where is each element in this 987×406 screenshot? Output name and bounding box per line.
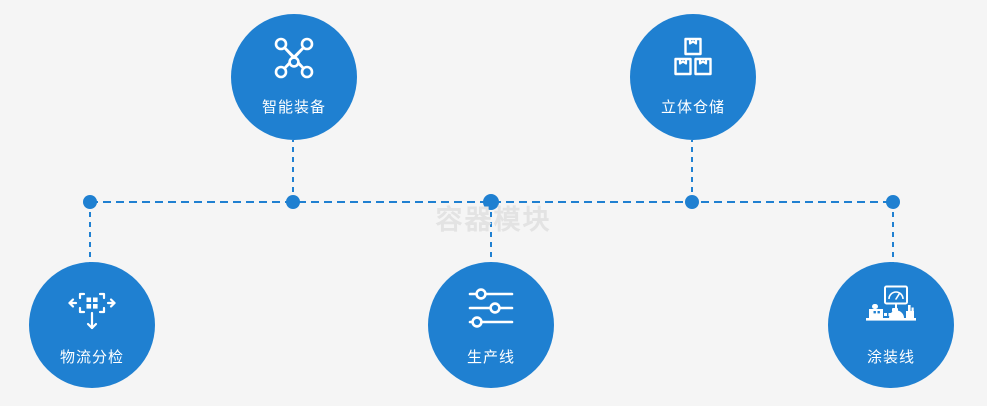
- node-label-logistics-sorting: 物流分检: [59, 349, 124, 366]
- network-nodes-icon: [231, 34, 357, 82]
- factory-monitor-icon: [828, 284, 954, 332]
- node-painting-line[interactable]: 涂装线: [828, 262, 954, 388]
- node-label-production-line: 生产线: [466, 349, 515, 366]
- node-label-warehouse: 立体仓储: [660, 99, 725, 116]
- sliders-icon: [428, 284, 554, 332]
- node-label-painting-line: 涂装线: [866, 349, 915, 366]
- watermark-text: 容器模块: [435, 205, 552, 235]
- node-warehouse[interactable]: 立体仓储: [630, 14, 756, 140]
- node-production-line[interactable]: 生产线: [428, 262, 554, 388]
- sorting-arrows-icon: [29, 284, 155, 332]
- node-smart-equipment[interactable]: 智能装备: [231, 14, 357, 140]
- node-logistics-sorting[interactable]: 物流分检: [29, 262, 155, 388]
- node-label-smart-equipment: 智能装备: [261, 99, 326, 116]
- stacked-boxes-icon: [630, 34, 756, 82]
